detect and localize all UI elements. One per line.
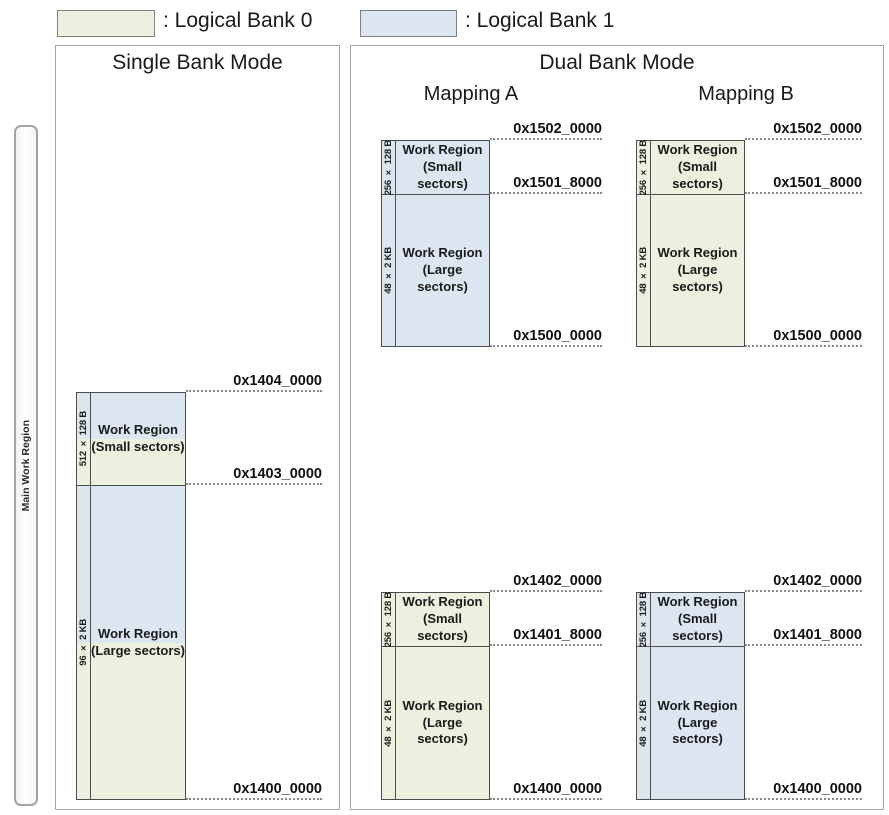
- mapping-a-lower-large-label: Work Region (Large sectors): [402, 697, 483, 747]
- mapping-b-upper-small-label: Work Region (Small sectors): [657, 142, 738, 191]
- mapping-a-lower-small-segment: 256 × 128 B Work Region (Small sectors): [382, 591, 489, 648]
- mapping-b-upper-large-strip: 48 × 2 KB: [637, 195, 651, 346]
- mapping-a-lower-block: 256 × 128 B Work Region (Small sectors) …: [381, 592, 490, 800]
- legend-bank1-swatch: [360, 10, 457, 37]
- mapping-b-lower-small-segment: 256 × 128 B Work Region (Small sectors): [637, 591, 744, 648]
- legend-bank0-swatch: [57, 10, 155, 37]
- mapping-b-upper-small-segment: 256 × 128 B Work Region (Small sectors): [637, 139, 744, 196]
- dual-bank-title: Dual Bank Mode: [539, 51, 695, 74]
- mapping-b-upper-large-segment: 48 × 2 KB Work Region (Large sectors): [637, 195, 744, 346]
- mapping-b-lower-small-label: Work Region (Small sectors): [657, 594, 738, 643]
- single-small-sectors-segment: 512 × 128 B Work Region (Small sectors): [77, 393, 185, 486]
- mapping-a-upper-small-strip: 256 × 128 B: [382, 139, 396, 196]
- addr-b-upper-mid: 0x1501_8000: [745, 172, 862, 194]
- mapping-b-lower-large-segment: 48 × 2 KB Work Region (Large sectors): [637, 647, 744, 799]
- mapping-a-upper-small-count-label: 256 × 128 B: [383, 139, 394, 196]
- single-small-sector-count-strip: 512 × 128 B: [77, 393, 91, 485]
- mapping-b-lower-block: 256 × 128 B Work Region (Small sectors) …: [636, 592, 745, 800]
- mapping-b-lower-small-count-label: 256 × 128 B: [638, 591, 649, 648]
- mapping-a-upper-block: 256 × 128 B Work Region (Small sectors) …: [381, 140, 490, 347]
- mapping-b-lower-small-strip: 256 × 128 B: [637, 591, 651, 648]
- mapping-b-upper-small-strip: 256 × 128 B: [637, 139, 651, 196]
- mapping-a-lower-large-segment: 48 × 2 KB Work Region (Large sectors): [382, 647, 489, 799]
- single-large-sectors-segment: 96 × 2 KB Work Region (Large sectors): [77, 486, 185, 799]
- addr-b-upper-bottom: 0x1500_0000: [745, 325, 862, 347]
- single-large-fill: [77, 486, 185, 799]
- mapping-a-upper-large-count-label: 48 × 2 KB: [383, 247, 394, 294]
- mapping-b-upper-large-count-label: 48 × 2 KB: [638, 247, 649, 294]
- mapping-a-upper-large-label: Work Region (Large sectors): [402, 245, 483, 294]
- addr-b-lower-mid: 0x1401_8000: [745, 624, 862, 646]
- single-small-fill: [77, 393, 185, 485]
- mapping-b-upper-large-label: Work Region (Large sectors): [657, 245, 738, 294]
- mapping-b-upper-small-count-label: 256 × 128 B: [638, 139, 649, 196]
- single-small-sector-count-label: 512 × 128 B: [78, 411, 89, 467]
- legend-bank1-label: : Logical Bank 1: [465, 9, 615, 32]
- mapping-a-upper-small-label: Work Region (Small sectors): [402, 142, 483, 191]
- mapping-a-lower-small-label: Work Region (Small sectors): [402, 594, 483, 643]
- addr-a-lower-top: 0x1402_0000: [490, 570, 602, 592]
- mapping-b-lower-large-count-label: 48 × 2 KB: [638, 699, 649, 747]
- legend-bank0-label: : Logical Bank 0: [163, 9, 313, 32]
- addr-a-upper-top: 0x1502_0000: [490, 118, 602, 140]
- mapping-a-upper-large-strip: 48 × 2 KB: [382, 195, 396, 346]
- main-work-region-label: Main Work Region: [20, 419, 32, 512]
- addr-single-top: 0x1404_0000: [186, 370, 322, 392]
- mapping-a-upper-small-segment: 256 × 128 B Work Region (Small sectors): [382, 139, 489, 196]
- mapping-a-lower-large-count-label: 48 × 2 KB: [383, 699, 394, 747]
- single-small-work-region-label: Work Region (Small sectors): [91, 422, 185, 454]
- addr-a-upper-bottom: 0x1500_0000: [490, 325, 602, 347]
- mapping-a-title: Mapping A: [423, 83, 519, 105]
- single-large-sector-count-label: 96 × 2 KB: [78, 619, 89, 666]
- single-large-sector-count-strip: 96 × 2 KB: [77, 486, 91, 799]
- addr-a-lower-mid: 0x1401_8000: [490, 624, 602, 646]
- addr-single-mid: 0x1403_0000: [186, 463, 322, 485]
- mapping-b-title: Mapping B: [698, 83, 794, 105]
- mapping-b-lower-large-label: Work Region (Large sectors): [657, 697, 738, 747]
- mapping-b-upper-block: 256 × 128 B Work Region (Small sectors) …: [636, 140, 745, 347]
- mapping-a-lower-small-strip: 256 × 128 B: [382, 591, 396, 648]
- single-bank-memory-block: 512 × 128 B Work Region (Small sectors) …: [76, 392, 186, 800]
- addr-a-lower-bottom: 0x1400_0000: [490, 778, 602, 800]
- addr-a-upper-mid: 0x1501_8000: [490, 172, 602, 194]
- addr-b-upper-top: 0x1502_0000: [745, 118, 862, 140]
- single-bank-title: Single Bank Mode: [112, 51, 283, 74]
- addr-b-lower-bottom: 0x1400_0000: [745, 778, 862, 800]
- addr-single-bottom: 0x1400_0000: [186, 778, 322, 800]
- mapping-a-lower-small-count-label: 256 × 128 B: [383, 591, 394, 648]
- mapping-a-lower-large-strip: 48 × 2 KB: [382, 647, 396, 799]
- mapping-a-upper-large-segment: 48 × 2 KB Work Region (Large sectors): [382, 195, 489, 346]
- mapping-b-lower-large-strip: 48 × 2 KB: [637, 647, 651, 799]
- addr-b-lower-top: 0x1402_0000: [745, 570, 862, 592]
- single-large-work-region-label: Work Region (Large sectors): [91, 625, 185, 658]
- main-work-region-bar: Main Work Region: [14, 125, 38, 806]
